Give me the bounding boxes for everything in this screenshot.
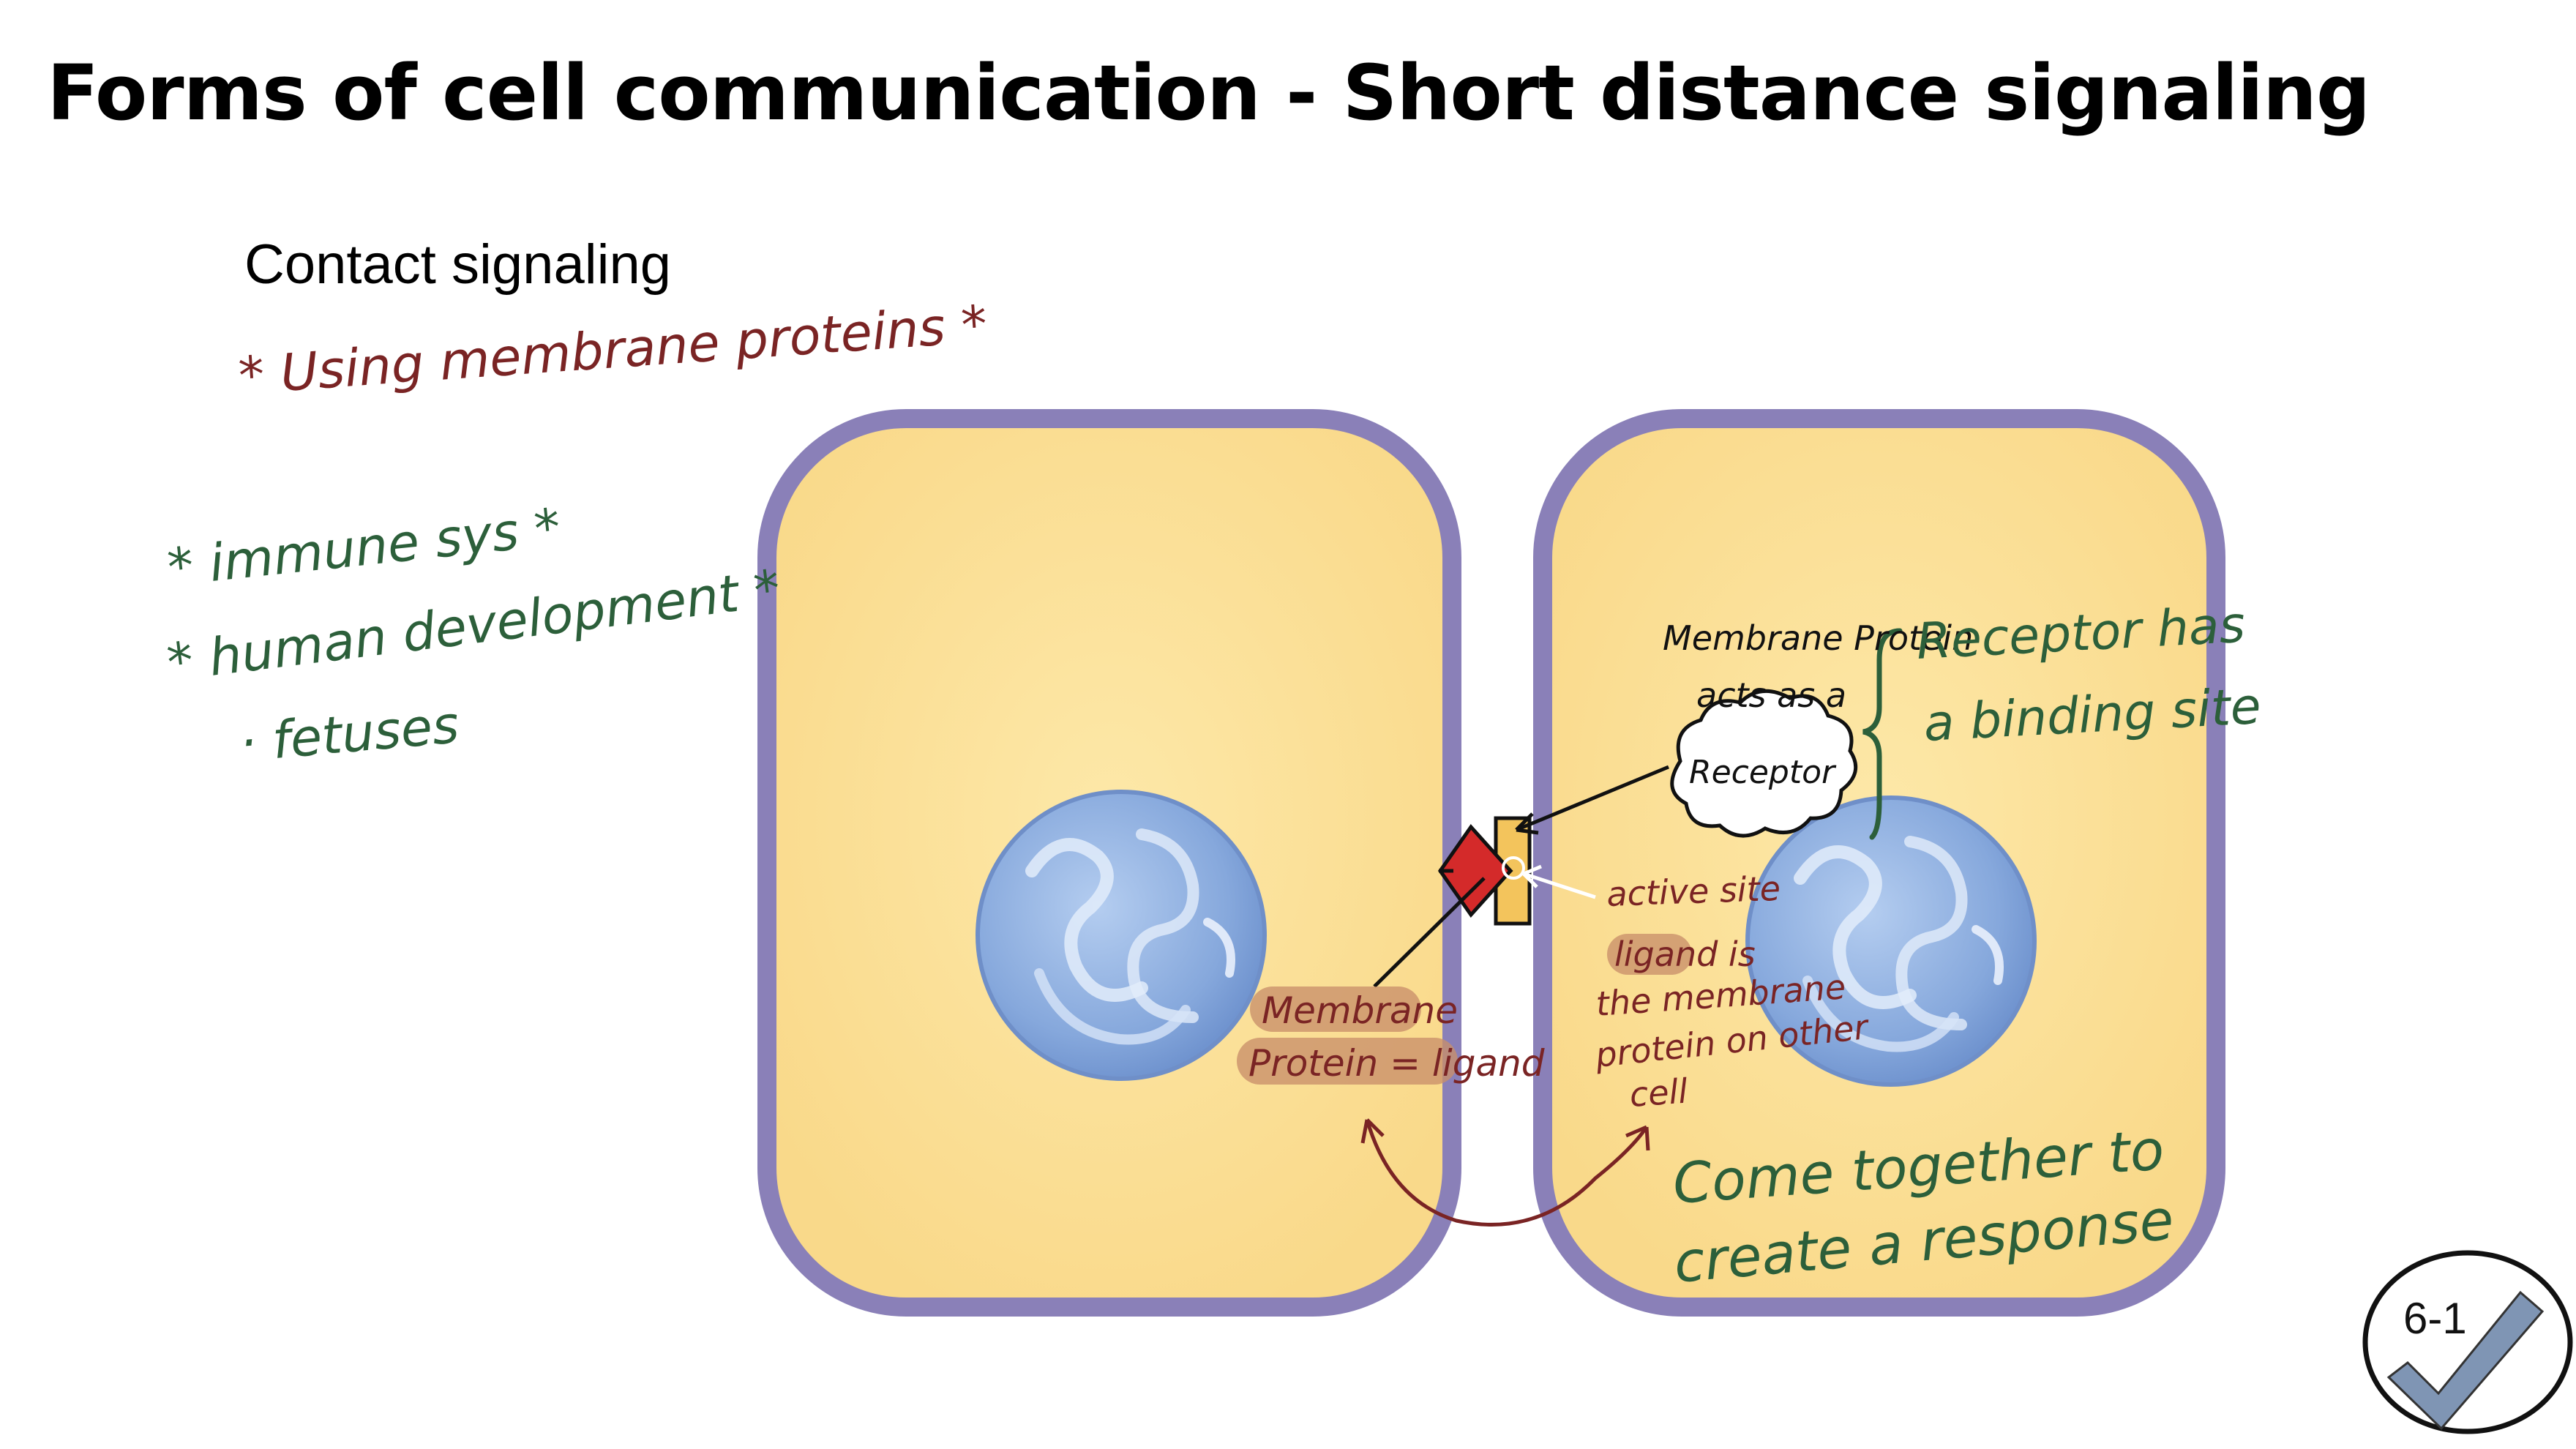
active-site-circle	[1502, 856, 1525, 880]
interaction-arrow	[1365, 1119, 1649, 1227]
ligand-protein	[1437, 823, 1513, 918]
ligand-pointer-line	[1373, 877, 1486, 988]
note-membrane-proteins: * Using membrane proteins *	[236, 294, 989, 406]
receptor-arrowhead	[1515, 812, 1539, 835]
receptor-cloud	[1670, 689, 1858, 838]
receptor-pointer-line	[1516, 765, 1669, 832]
ligand-desc-line4: cell	[1628, 1071, 1689, 1115]
ligand-desc-line1: ligand is	[1614, 935, 1756, 974]
ligand-highlight-1	[1250, 986, 1421, 1032]
badge-label: 6-1	[2403, 1294, 2467, 1343]
interaction-arrowhead-left	[1360, 1118, 1385, 1144]
contact-signaling-subtitle: Contact signaling	[244, 233, 672, 296]
active-site-label: active site	[1606, 869, 1781, 914]
ligand-highlight-2	[1237, 1038, 1458, 1085]
note-immune-system: * immune sys *	[165, 497, 563, 598]
ligand-label-line1: Membrane	[1262, 989, 1458, 1032]
active-site-arrowhead	[1522, 864, 1542, 888]
interaction-arrowhead-right	[1625, 1125, 1650, 1151]
left-nucleus	[976, 790, 1267, 1081]
ligand-label-line2: Protein = ligand	[1248, 1042, 1545, 1085]
receptor-brace	[1862, 628, 1903, 840]
check-icon	[2386, 1290, 2545, 1431]
slide-badge: 6-1	[2362, 1250, 2573, 1434]
ligand-word-highlight	[1607, 934, 1692, 975]
receptor-label-line1: Membrane Protein	[1663, 618, 1973, 658]
active-site-arrow	[1523, 872, 1596, 899]
right-nucleus	[1745, 795, 2037, 1087]
badge-oval	[2362, 1250, 2573, 1434]
receptor-label-line2: acts as a	[1696, 675, 1846, 715]
slide-title: Forms of cell communication - Short dist…	[47, 48, 2370, 138]
note-fetuses: · fetuses	[237, 694, 461, 774]
receptor-cloud-label: Receptor	[1689, 754, 1837, 791]
